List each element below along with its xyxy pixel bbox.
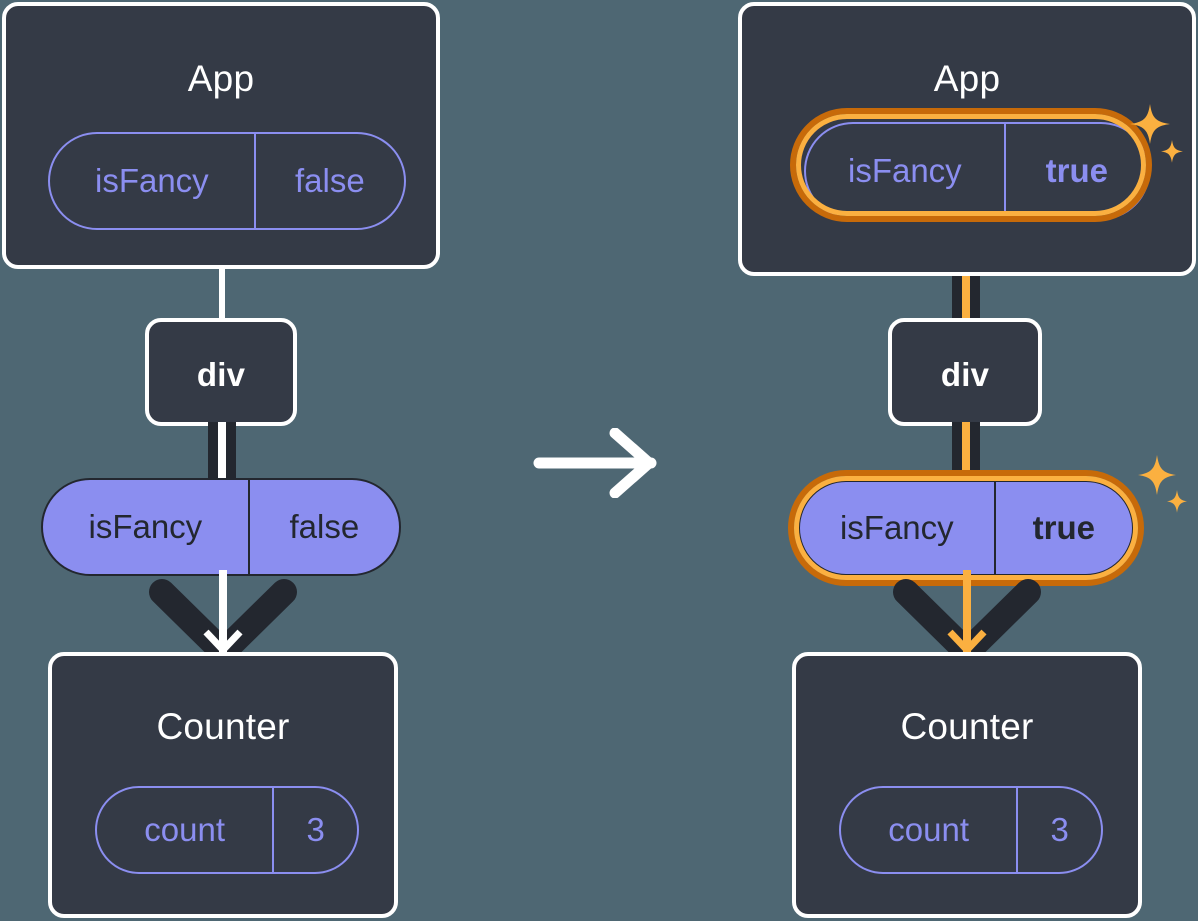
app-state-value-after: true: [1003, 124, 1148, 218]
div-box-before: div: [145, 318, 297, 426]
prop-value-before: false: [247, 480, 399, 574]
counter-title-after: Counter: [900, 706, 1034, 747]
app-title-after: App: [933, 58, 1001, 99]
prop-pill-before: isFancy false: [41, 478, 401, 576]
prop-key-before: isFancy: [88, 508, 203, 545]
app-box-after: App isFancy true: [738, 2, 1196, 276]
prop-pill-after: isFancy true: [798, 480, 1134, 576]
counter-state-value-before: 3: [272, 788, 357, 872]
app-state-key-before: isFancy: [94, 162, 209, 199]
arrow-prop-to-counter-before: [149, 570, 297, 665]
app-state-value-before: false: [253, 134, 404, 228]
app-state-pill-after: isFancy true: [804, 122, 1150, 220]
connector-div-to-prop-after: [952, 422, 980, 484]
app-box-before: App isFancy false: [2, 2, 440, 269]
sparkles-icon-app-after: [1130, 104, 1183, 163]
counter-box-before: Counter count 3: [48, 652, 398, 918]
transition-arrow-right-icon: [533, 428, 657, 498]
counter-title-before: Counter: [156, 706, 290, 747]
app-state-pill-before: isFancy false: [48, 132, 406, 230]
div-title-after: div: [940, 356, 990, 393]
counter-state-pill-after: count 3: [839, 786, 1103, 874]
div-title-before: div: [196, 356, 246, 393]
prop-value-after: true: [993, 482, 1132, 574]
connector-div-to-prop-before: [208, 422, 236, 484]
counter-state-key-after: count: [888, 811, 969, 848]
counter-state-key-before: count: [144, 811, 225, 848]
counter-box-after: Counter count 3: [792, 652, 1142, 918]
app-state-key-after: isFancy: [847, 152, 962, 189]
arrow-prop-to-counter-after: [893, 570, 1041, 665]
counter-state-value-after: 3: [1016, 788, 1101, 872]
counter-state-pill-before: count 3: [95, 786, 359, 874]
sparkles-icon-prop-after: [1138, 455, 1187, 513]
prop-key-after: isFancy: [839, 509, 954, 546]
connector-app-to-div-before: [219, 264, 225, 324]
div-box-after: div: [888, 318, 1042, 426]
app-title-before: App: [187, 58, 255, 99]
